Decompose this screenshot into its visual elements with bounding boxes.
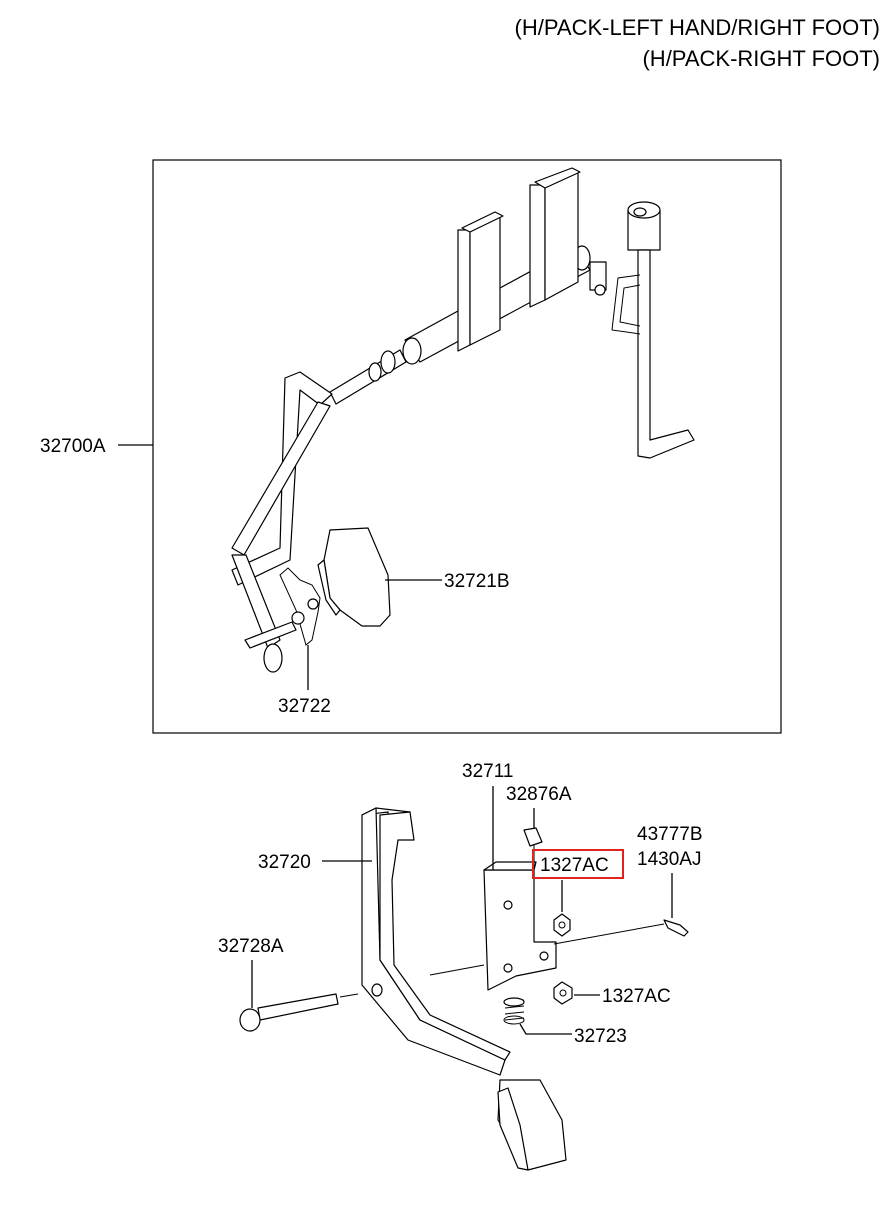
assembly-drawing xyxy=(231,167,695,673)
label-32711[interactable]: 32711 xyxy=(462,761,513,782)
label-32700A[interactable]: 32700A xyxy=(40,436,106,457)
label-43777B[interactable]: 43777B xyxy=(637,824,703,845)
label-1327AC-lower[interactable]: 1327AC xyxy=(602,986,671,1007)
label-32723[interactable]: 32723 xyxy=(574,1026,627,1047)
label-32720[interactable]: 32720 xyxy=(258,852,311,873)
label-1327AC-highlighted[interactable]: 1327AC xyxy=(540,855,609,876)
label-32721B[interactable]: 32721B xyxy=(444,571,510,592)
leader-32723 xyxy=(519,1023,572,1035)
assembly-frame xyxy=(152,159,782,734)
pedal-drawing xyxy=(239,807,689,1171)
header-line-1: (H/PACK-LEFT HAND/RIGHT FOOT) xyxy=(515,15,880,40)
label-32728A[interactable]: 32728A xyxy=(218,936,284,957)
label-1430AJ[interactable]: 1430AJ xyxy=(637,849,701,870)
label-32876A[interactable]: 32876A xyxy=(506,784,572,805)
header-line-2: (H/PACK-RIGHT FOOT) xyxy=(642,46,880,71)
label-32722[interactable]: 32722 xyxy=(278,696,331,717)
highlight-box-1327AC xyxy=(532,849,624,879)
